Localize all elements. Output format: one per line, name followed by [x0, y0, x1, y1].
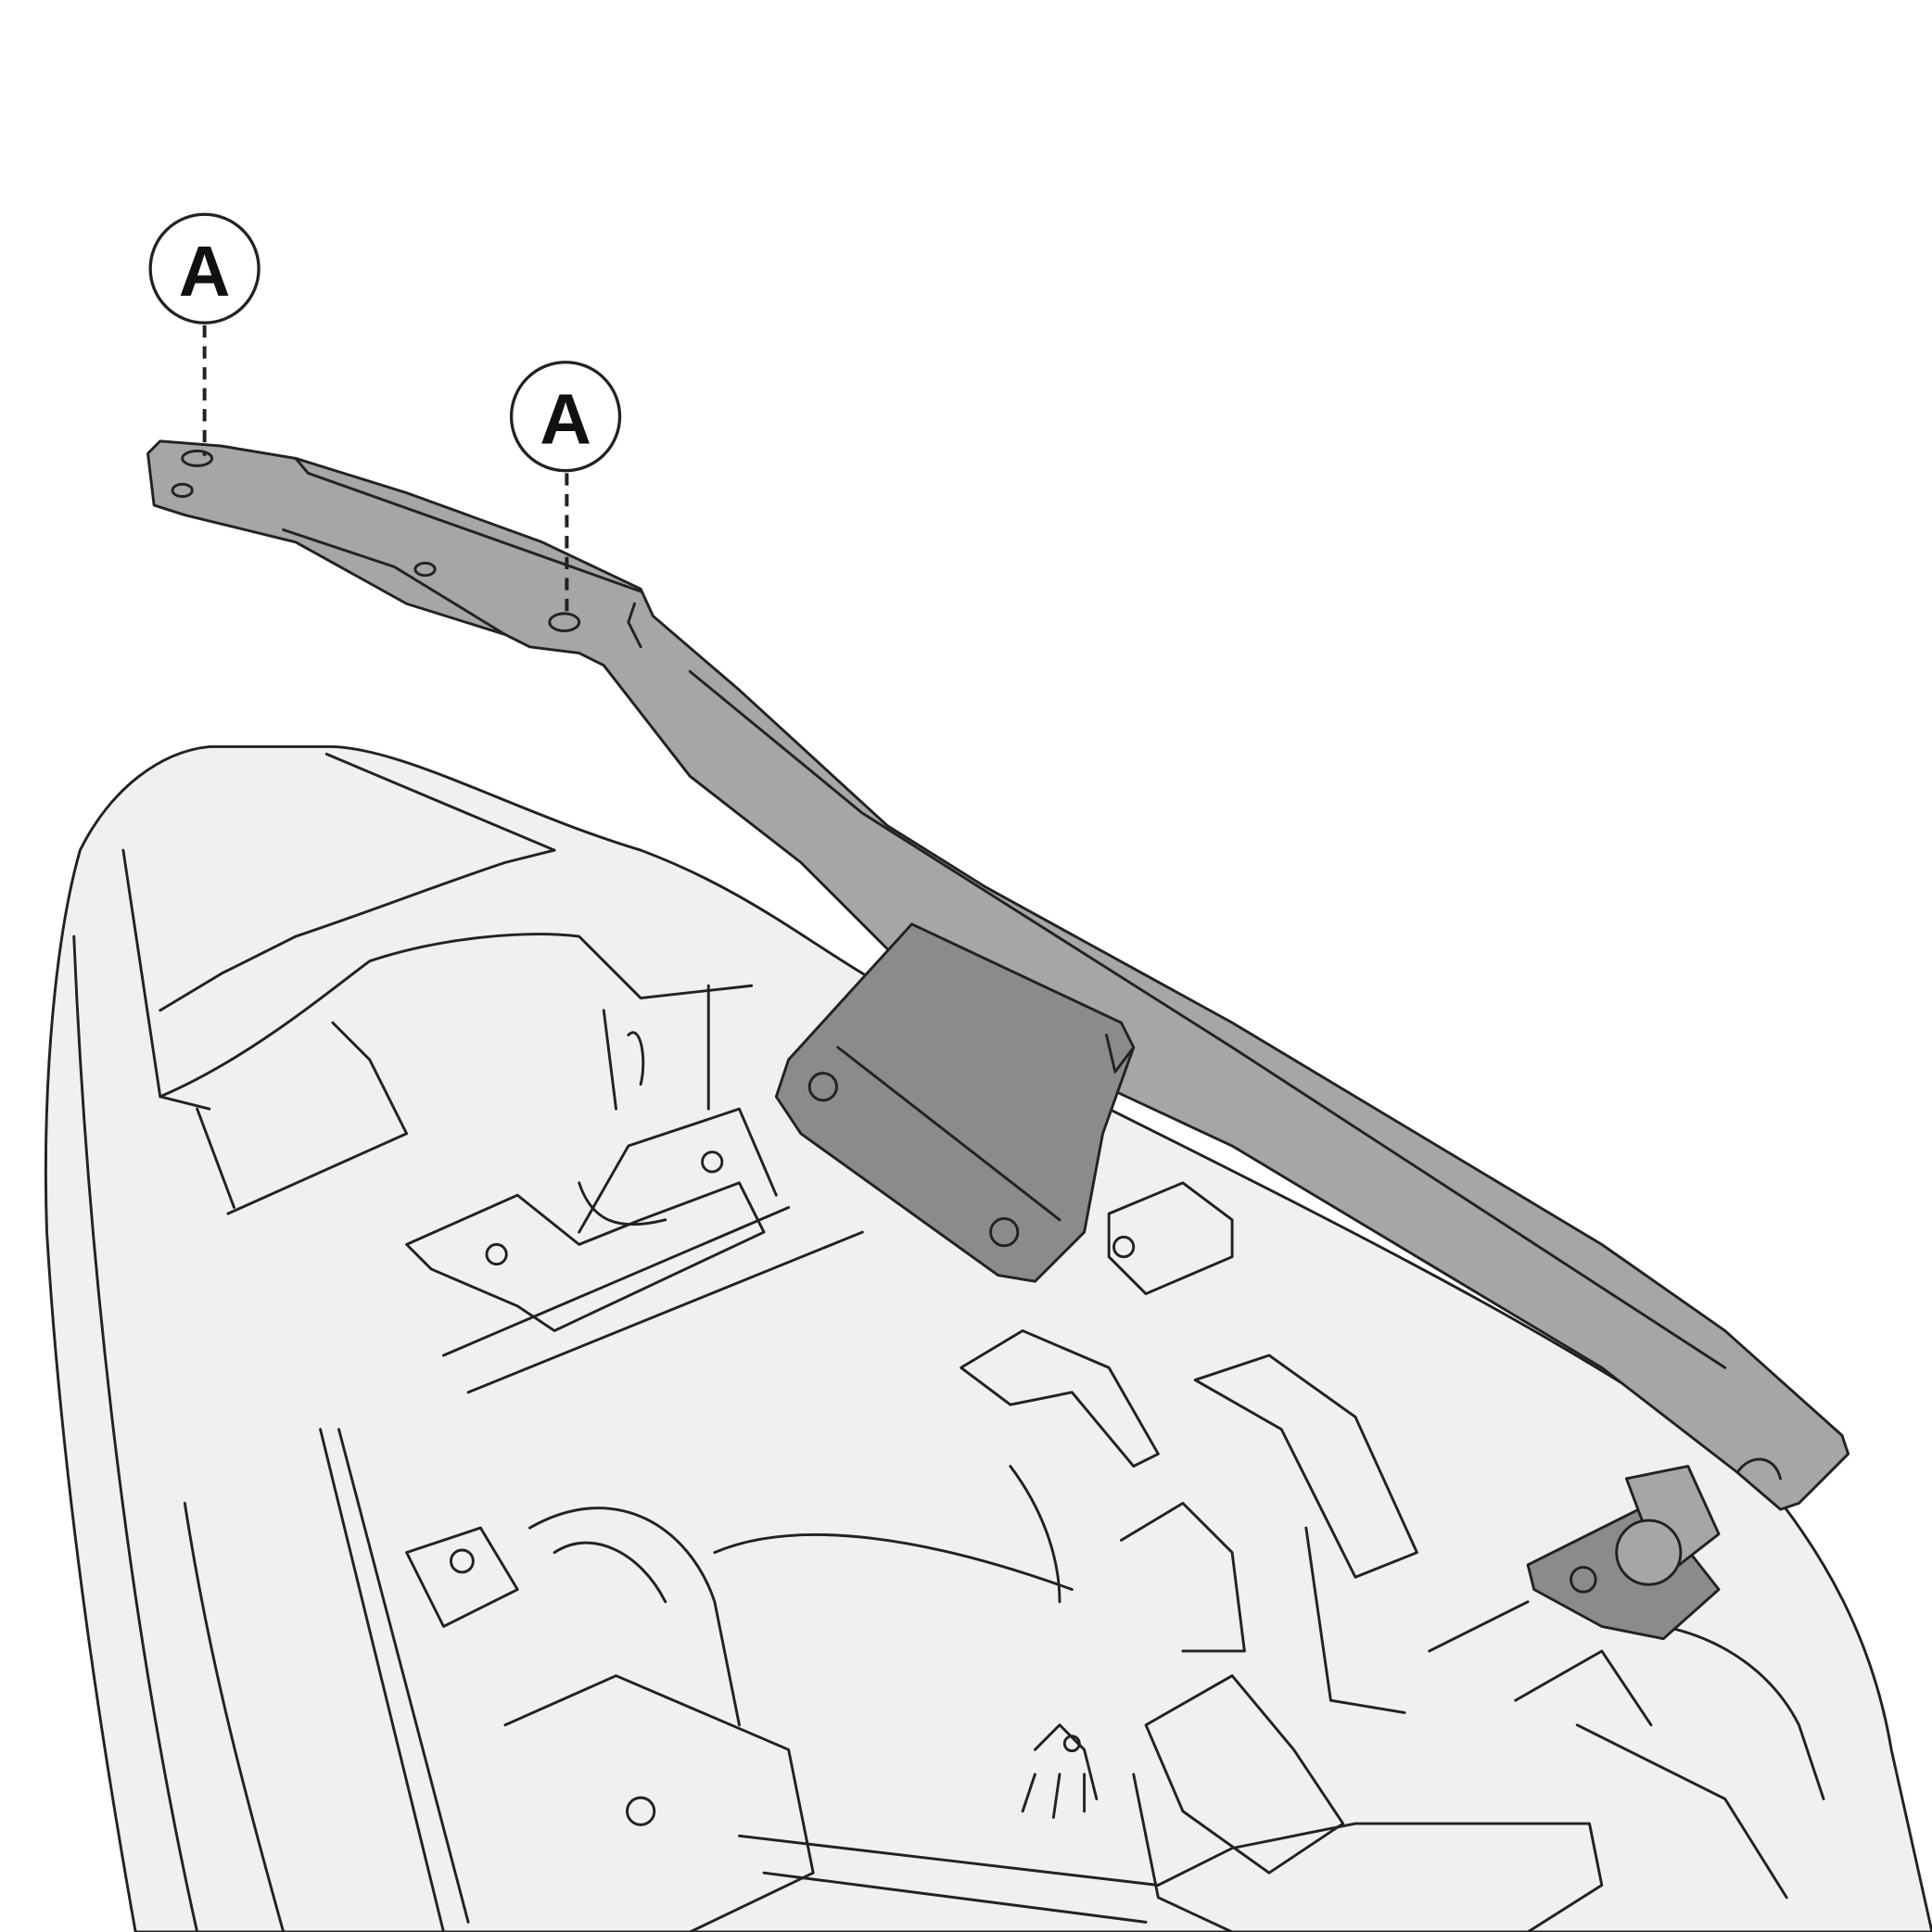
mounting-bracket	[774, 922, 1136, 1283]
callout-label: A	[179, 232, 231, 311]
motorcycle-tail-body	[44, 744, 1932, 1932]
rear-bracket	[1526, 1465, 1721, 1641]
callout-a-right: A	[509, 361, 622, 619]
callout-a-left: A	[148, 212, 261, 456]
callout-label: A	[540, 379, 591, 459]
